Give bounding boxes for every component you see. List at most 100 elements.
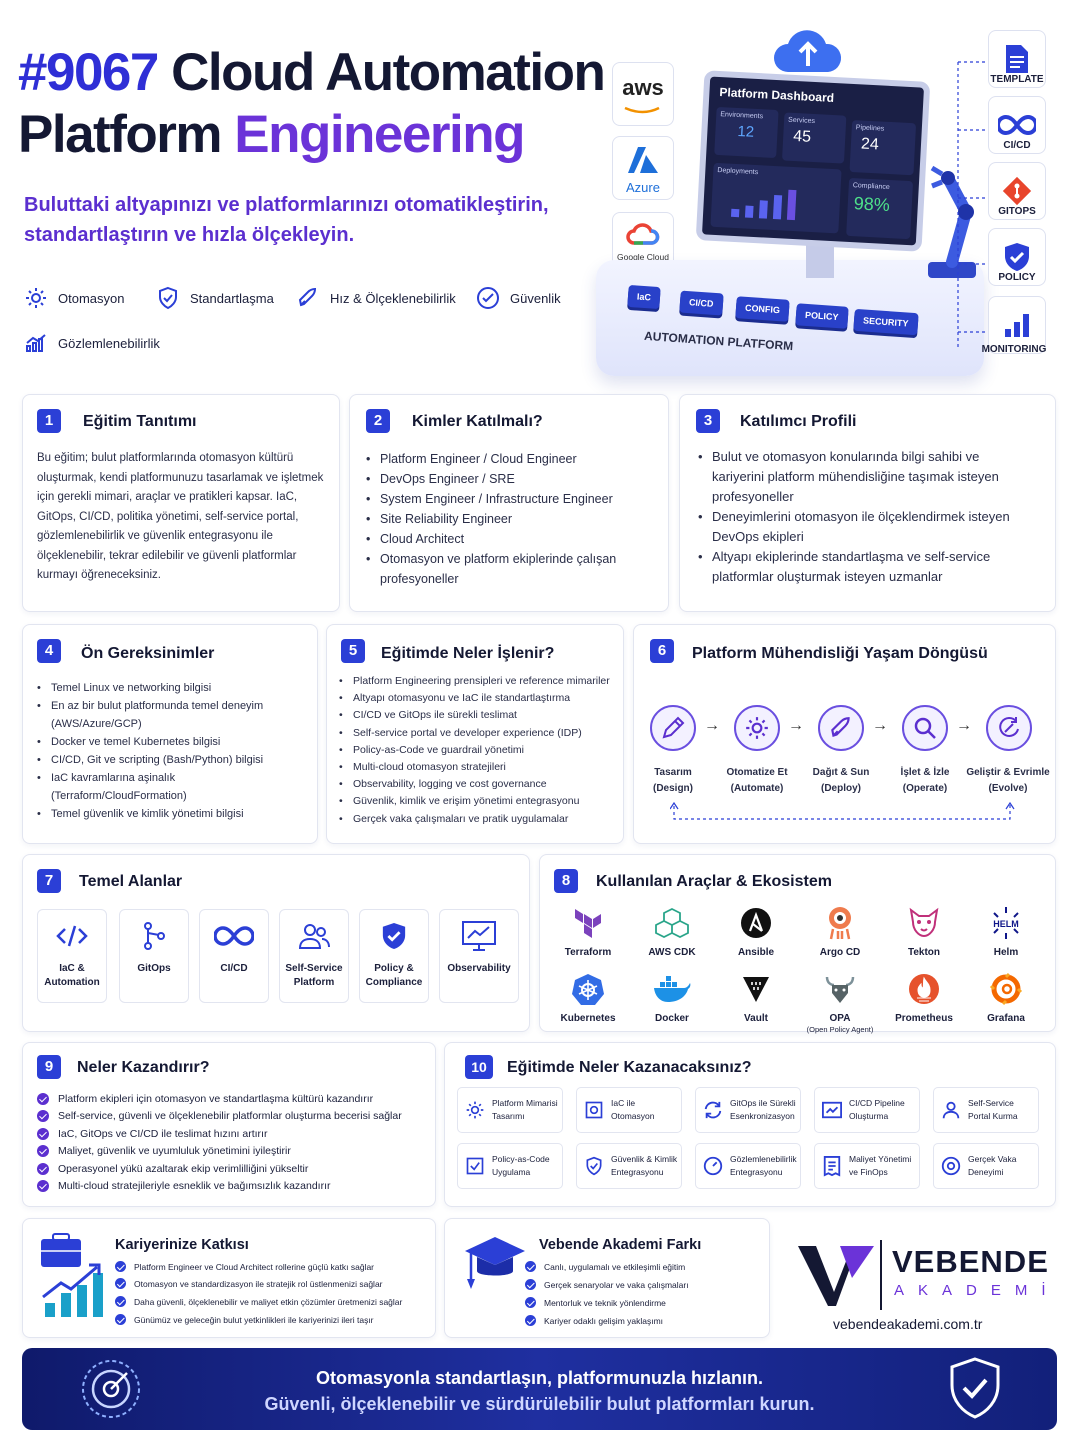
target-gear-icon xyxy=(82,1360,140,1418)
list-item: CI/CD ve GitOps ile sürekli teslimat xyxy=(339,707,623,724)
google-cloud-label: Google Cloud xyxy=(617,252,669,262)
list-item: Otomasyon ve platform ekiplerinde çalışa… xyxy=(366,549,656,589)
list-item: Observability, logging ve cost governanc… xyxy=(339,776,623,793)
section-3-list: Bulut ve otomasyon konularında bilgi sah… xyxy=(698,447,1014,587)
career-item: Daha güvenli, ölçeklenebilir ve maliyet … xyxy=(115,1296,402,1307)
list-item: Altyapı otomasyonu ve IaC ile standartla… xyxy=(339,690,623,707)
section-4-list: Temel Linux ve networking bilgisi En az … xyxy=(37,679,313,823)
difference-item: Kariyer odaklı gelişim yaklaşımı xyxy=(525,1315,663,1326)
career-card: Kariyerinize Katkısı Platform Engineer v… xyxy=(22,1218,436,1338)
finops-receipt-icon xyxy=(823,1156,841,1177)
area-observability-tile: Observability xyxy=(439,909,519,1003)
robot-arm-icon xyxy=(928,165,976,278)
graduation-cap-icon xyxy=(465,1237,525,1289)
portal-user-icon xyxy=(942,1101,960,1119)
check-icon xyxy=(37,1128,49,1140)
check-icon xyxy=(37,1163,49,1175)
feature-observability: Gözlemlenebilirlik xyxy=(24,331,160,355)
env-value: 12 xyxy=(736,123,755,141)
chart-icon xyxy=(26,334,46,352)
arrow-icon: → xyxy=(956,717,972,734)
benefit-item: Operasyonel yükü azaltarak ekip verimlil… xyxy=(37,1163,308,1175)
grafana-swirl-icon xyxy=(989,972,1023,1006)
dashboard-title: Platform Dashboard xyxy=(719,85,835,106)
section-1-title: Eğitim Tanıtımı xyxy=(83,413,197,430)
check-icon xyxy=(37,1145,49,1157)
terraform-icon xyxy=(575,909,601,938)
lifecycle-operate-label: İşlet & İzle(Operate) xyxy=(900,767,950,794)
list-item: Temel güvenlik ve kimlik yönetimi bilgis… xyxy=(37,805,313,823)
benefit-item: Platform ekipleri için otomasyon ve stan… xyxy=(37,1093,373,1105)
shield-check-icon xyxy=(586,1156,602,1176)
section-6-badge: 6 xyxy=(650,639,674,663)
list-item: Platform Engineering prensipleri ve refe… xyxy=(339,673,623,690)
tool-argo-cd: Argo CD xyxy=(800,903,880,959)
azure-icon xyxy=(628,147,658,173)
lifecycle-deploy-label: Dağıt & Sun(Deploy) xyxy=(812,767,870,794)
dashboard-monitor: Platform Dashboard Environments 12 Servi… xyxy=(695,70,931,252)
list-item: Bulut ve otomasyon konularında bilgi sah… xyxy=(698,447,1014,507)
vault-triangle-icon xyxy=(743,977,769,1002)
list-item: Docker ve temel Kubernetes bilgisi xyxy=(37,733,313,751)
list-item: System Engineer / Infrastructure Enginee… xyxy=(366,489,656,509)
arrow-icon: → xyxy=(872,717,888,734)
difference-item: Gerçek senaryolar ve vaka çalışmaları xyxy=(525,1279,689,1290)
feature-security: Güvenlik xyxy=(476,286,561,310)
list-item: Platform Engineer / Cloud Engineer xyxy=(366,449,656,469)
list-item: DevOps Engineer / SRE xyxy=(366,469,656,489)
footer-line1: Otomasyonla standartlaşın, platformunuzl… xyxy=(315,1368,764,1388)
section-1-text: Bu eğitim; bulut platformlarında otomasy… xyxy=(37,452,324,581)
loop-back-connector xyxy=(670,801,1015,820)
opa-viking-icon xyxy=(825,976,855,1003)
section-10-card: 10 Eğitimde Neler Kazanacaksınız? Platfo… xyxy=(444,1042,1056,1207)
policy-label: POLICY xyxy=(998,272,1036,283)
experience-gear-icon xyxy=(941,1156,961,1176)
lifecycle-evolve-label: Geliştir & Evrimle(Evolve) xyxy=(966,767,1050,794)
list-item: CI/CD, Git ve scripting (Bash/Python) bi… xyxy=(37,751,313,769)
list-item: IaC kavramlarına aşinalık (Terraform/Clo… xyxy=(37,769,313,805)
monitoring-label: MONITORING xyxy=(981,344,1047,355)
check-icon xyxy=(525,1297,536,1308)
check-icon xyxy=(115,1314,126,1325)
infinity-icon xyxy=(998,114,1036,136)
services-panel: Services 45 xyxy=(781,112,847,164)
list-item: Site Reliability Engineer xyxy=(366,509,656,529)
opa-note: (Open Policy Agent) xyxy=(806,1025,874,1034)
section-4-badge: 4 xyxy=(37,639,61,663)
brand-sub: AKADEMİ xyxy=(894,1282,1060,1299)
chip-iac: IaC xyxy=(627,284,661,310)
rocket-icon xyxy=(831,717,850,737)
section-2-card: 2 Kimler Katılmalı? Platform Engineer / … xyxy=(349,394,669,612)
difference-item: Canlı, uygulamalı ve etkileşimli eğitim xyxy=(525,1261,685,1272)
feature-automation: Otomasyon xyxy=(24,286,124,310)
list-item: Deneyimlerini otomasyon ile ölçeklendirm… xyxy=(698,507,1014,547)
compliance-panel: Compliance 98% xyxy=(846,177,914,240)
section-8-card: 8 Kullanılan Araçlar & Ekosistem Terrafo… xyxy=(539,854,1056,1034)
check-icon xyxy=(37,1180,49,1192)
benefit-item: Self-service, güvenli ve ölçeklenebilir … xyxy=(37,1110,402,1122)
shield-check-icon xyxy=(950,1357,1000,1419)
check-icon xyxy=(525,1261,536,1272)
aws-smile-icon xyxy=(624,106,660,114)
design-pencil-icon xyxy=(662,716,685,739)
section-7-card: 7 Temel Alanlar IaC &Automation GitOps C… xyxy=(22,854,530,1032)
azure-card: Azure xyxy=(612,136,674,200)
brand-divider xyxy=(880,1240,882,1310)
tool-docker: Docker xyxy=(632,969,712,1025)
cicd-label: CI/CD xyxy=(1003,140,1031,151)
lifecycle-automate-label: Otomatize Et(Automate) xyxy=(726,767,788,794)
area-iac-tile: IaC &Automation xyxy=(37,909,107,1003)
tool-kubernetes: Kubernetes xyxy=(548,969,628,1025)
pipelines-panel: Pipelines 24 xyxy=(849,119,917,176)
lifecycle-evolve-circle xyxy=(986,705,1032,751)
list-item: Gerçek vaka çalışmaları ve pratik uygula… xyxy=(339,811,623,828)
aws-card: aws xyxy=(612,62,674,126)
template-label: TEMPLATE xyxy=(990,74,1044,85)
list-item: En az bir bulut platformunda temel deney… xyxy=(37,697,313,733)
vebende-logo-mark xyxy=(798,1246,874,1306)
tool-tekton: Tekton xyxy=(884,903,964,959)
list-item: Multi-cloud otomasyon stratejileri xyxy=(339,759,623,776)
users-icon xyxy=(298,924,330,949)
